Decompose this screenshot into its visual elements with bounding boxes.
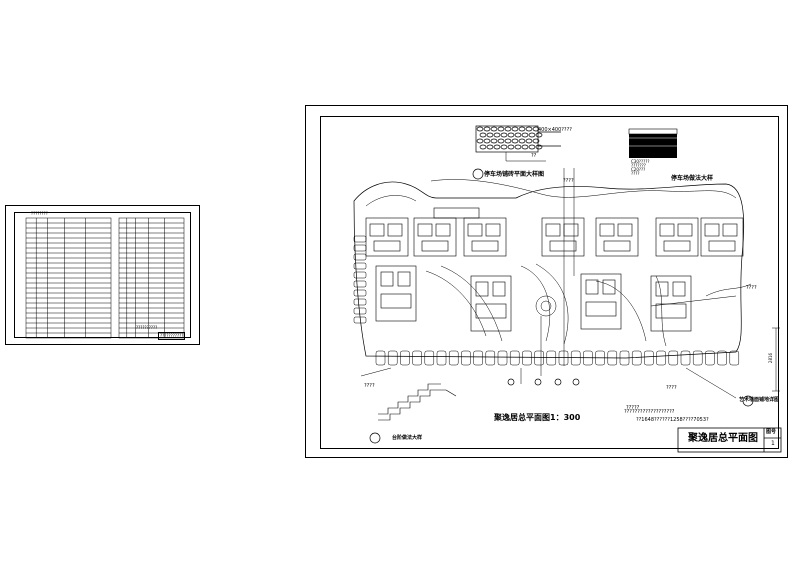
dimension-line — [772, 327, 780, 392]
paver-note: ?? — [531, 153, 537, 159]
detail1-title: 停车场铺砖平面大样图 — [484, 171, 545, 178]
left-parking-stall — [353, 316, 367, 324]
parking-stall — [668, 350, 679, 366]
building-top-6 — [700, 217, 744, 257]
title-block-label: 图号 — [766, 429, 777, 435]
paver-pattern — [475, 125, 561, 153]
building-top-connector — [433, 207, 480, 219]
callout-3: ???? — [746, 285, 757, 291]
landscape-paths — [425, 263, 752, 347]
left-parking-stall — [353, 244, 367, 252]
parking-stall — [583, 350, 593, 366]
parking-stall — [607, 350, 618, 366]
building-mid-3 — [650, 275, 692, 332]
site-boundary — [353, 181, 745, 359]
title-block-number: 1 — [771, 440, 775, 447]
main-drawing-sheet: 400×400???? ?? 停车场铺砖平面大样图 停车场做法大样 C30???… — [305, 105, 788, 458]
parking-stall — [522, 350, 532, 366]
left-parking-stall — [353, 307, 367, 315]
paver-dimension: 400×400???? — [538, 127, 572, 133]
left-parking-stall — [353, 253, 367, 261]
building-top-3 — [541, 217, 585, 257]
building-mid-1 — [470, 275, 512, 332]
stair-detail — [378, 383, 457, 421]
detail3-title: 台阶做法大样 — [392, 435, 423, 441]
detail-marker-3 — [507, 378, 515, 386]
parking-stall — [656, 350, 666, 366]
parking-stall — [717, 350, 727, 366]
parking-stall — [619, 350, 630, 366]
parking-stall — [400, 350, 410, 366]
left-parking-stall — [353, 280, 367, 288]
parking-stall — [534, 350, 544, 366]
site-plan-drawing — [353, 125, 782, 453]
parking-stall — [729, 350, 740, 366]
building-top-5 — [655, 217, 699, 257]
main-sheet-border — [320, 116, 779, 449]
parking-stall — [692, 350, 703, 366]
detail-marker-0 — [472, 168, 484, 180]
parking-stall — [570, 350, 581, 366]
small-drawing-sheet: ???????? ?????????? ??????????? — [5, 205, 200, 345]
layer-label-2: C20??? — [631, 167, 646, 172]
parking-stall — [461, 350, 471, 366]
parking-stall — [485, 350, 496, 366]
parking-stall — [424, 350, 435, 366]
small-stamp: ??????????? — [158, 332, 186, 340]
left-parking-stall — [353, 262, 367, 270]
detail-marker-6 — [572, 378, 580, 386]
parking-stall — [558, 350, 569, 366]
parking-stall — [412, 350, 422, 366]
parking-layer-detail — [628, 128, 678, 158]
layer-label-1: ??????? — [631, 163, 646, 168]
parking-stall — [436, 350, 447, 366]
small-table-title: ???????? — [31, 211, 48, 216]
parking-layer-labels: C30????????????C20??????? — [631, 160, 650, 176]
detail2-title: 艺术墙面铺地详图 — [739, 397, 780, 403]
parking-stall — [375, 350, 386, 366]
leader-lines — [360, 168, 737, 399]
callout-4: ????? — [626, 405, 640, 411]
detail-marker-2 — [369, 432, 381, 444]
left-parking-stall — [353, 289, 367, 297]
layer-label-0: C30????? — [631, 159, 650, 164]
detail-marker-5 — [554, 378, 562, 386]
parking-stall — [497, 350, 508, 366]
building-mid-0 — [375, 265, 417, 322]
building-top-2 — [463, 217, 507, 257]
parking-stall — [631, 350, 642, 366]
parking-stall — [680, 350, 691, 366]
parking-stall — [473, 350, 483, 366]
note-line-1: ??????????????????? — [624, 409, 675, 415]
note-line-2: ??1648??????1258????7053? — [636, 417, 709, 423]
left-parking-stall — [353, 298, 367, 306]
detail-marker-1 — [742, 395, 754, 407]
layer-label-3: ???? — [631, 171, 640, 176]
dimension-label: 2816 — [768, 352, 774, 364]
title-block-title: 聚逸居总平面图 — [688, 433, 758, 444]
plan-title: 聚逸居总平面图1：300 — [494, 413, 581, 422]
parking-stall — [509, 350, 520, 366]
callout-1: ???? — [563, 178, 574, 184]
callout-2: ???? — [364, 383, 375, 389]
building-top-0 — [365, 217, 409, 257]
callout-5: ???? — [666, 385, 677, 391]
parking-stall — [448, 350, 459, 366]
title-block-frame — [677, 427, 782, 453]
building-top-4 — [595, 217, 639, 257]
left-parking-stall — [353, 271, 367, 279]
parking-stall — [546, 350, 557, 366]
left-parking-stall — [353, 235, 367, 243]
schedule-tables — [25, 217, 185, 339]
building-mid-2 — [580, 273, 622, 330]
parking-stall — [387, 350, 398, 366]
parking-stall — [595, 350, 605, 366]
parking-stall — [705, 350, 715, 366]
parking-stall — [644, 350, 654, 366]
detail-marker-4 — [534, 378, 542, 386]
parking-detail-title: 停车场做法大样 — [671, 175, 714, 182]
small-sheet-border — [14, 212, 191, 338]
building-top-1 — [413, 217, 457, 257]
small-footer-label: ?????????? — [136, 325, 158, 330]
